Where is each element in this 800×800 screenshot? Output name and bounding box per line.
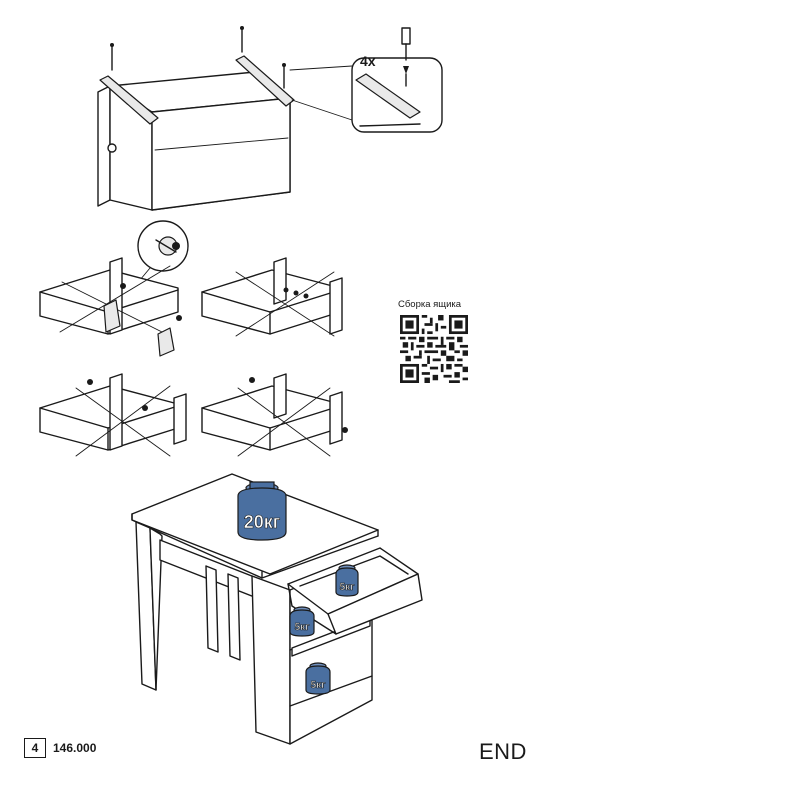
- screw-icon: [240, 26, 244, 53]
- weight-label: 20кг: [244, 512, 281, 532]
- drawer-box-view-4: [201, 373, 348, 457]
- drawer-runner-mounting-figure: 4x: [97, 26, 443, 211]
- weight-label: 5кг: [295, 622, 310, 633]
- product-code: 146.000: [53, 741, 97, 755]
- screwdriver-icon: [401, 27, 411, 87]
- runner-right: [235, 55, 295, 107]
- qr-code[interactable]: [400, 315, 468, 383]
- screw-icon: [282, 63, 286, 89]
- drawer-box-view-3: [39, 373, 187, 457]
- hand-icon: [157, 327, 175, 357]
- right-cabinet-side: [251, 575, 291, 745]
- quantity-multiplier: 4x: [360, 53, 376, 69]
- detail-callout: [351, 57, 443, 133]
- end-label: END: [479, 739, 527, 764]
- weight-5kg-lower-shelf: 5кг: [305, 662, 331, 695]
- runner-detail: [355, 73, 421, 119]
- screw-icon: [110, 43, 114, 71]
- drawer-front-face: [151, 97, 291, 211]
- weight-label: 5кг: [340, 582, 355, 593]
- qr-caption: Сборка ящика: [398, 299, 462, 310]
- assembled-desk-figure: 20кг 5кг 5кг 5кг: [131, 473, 423, 745]
- weight-5kg-drawer: 5кг: [335, 564, 359, 597]
- drawer-box-view-1: [39, 257, 182, 357]
- page-number: 4: [24, 738, 46, 758]
- hand-icon: [103, 299, 121, 333]
- weight-20kg: 20кг: [237, 481, 287, 541]
- drawer-box-view-2: [201, 257, 343, 337]
- weight-label: 5кг: [311, 680, 326, 691]
- weight-5kg-upper-shelf: 5кг: [289, 606, 315, 637]
- cam-lock-detail: [137, 220, 189, 281]
- cam-hole: [107, 143, 117, 153]
- runner-left: [99, 75, 159, 125]
